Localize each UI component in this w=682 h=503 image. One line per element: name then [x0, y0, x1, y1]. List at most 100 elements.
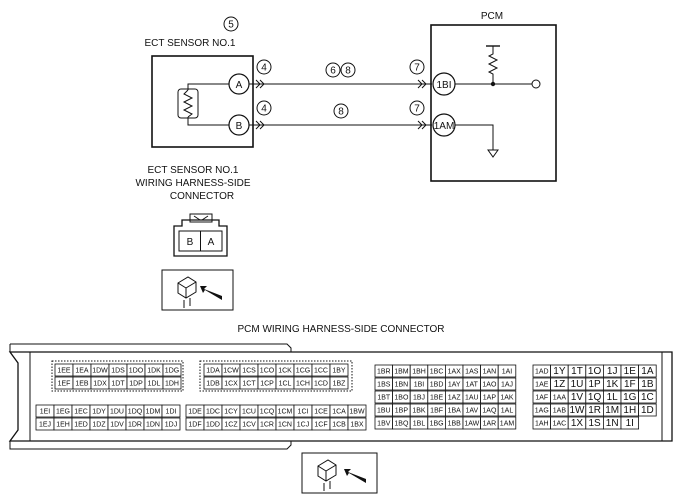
callout-circle	[333, 103, 349, 119]
terminal-label: 1CH	[296, 380, 310, 387]
plug-wires	[183, 298, 191, 308]
terminal-label: 1CT	[242, 380, 256, 387]
callout-top-mid-1: 6	[330, 66, 336, 77]
terminal-cell	[162, 363, 182, 377]
callout-circle	[409, 100, 425, 116]
terminal-label: 1BM	[394, 368, 409, 375]
pcm-connector-title: PCM WIRING HARNESS-SIDE CONNECTOR	[237, 324, 444, 335]
terminal-label: 1CK	[278, 367, 292, 374]
terminal-label: 1CD	[314, 380, 328, 387]
terminal-label: 1AM	[500, 420, 515, 427]
thermistor-symbol	[177, 88, 199, 119]
terminal-label: 1DU	[110, 408, 124, 415]
terminal-label: 1CP	[260, 380, 274, 387]
terminal-label: 1AI	[502, 368, 513, 375]
terminal-cell	[497, 416, 517, 430]
terminal-label: 1AD	[535, 368, 549, 375]
connector-bottom-rail	[9, 441, 292, 450]
terminal-label: 1BT	[377, 394, 391, 401]
terminal-label: 1AZ	[448, 394, 462, 401]
terminal-label: 1F	[624, 379, 636, 390]
terminal-label: 1BQ	[394, 420, 409, 427]
terminal-label: 1W	[570, 405, 586, 416]
callout-circle	[325, 62, 341, 78]
terminal-label: 1DW	[92, 367, 108, 374]
terminal-label: 1CW	[223, 367, 239, 374]
terminal-label: 1CQ	[260, 408, 275, 415]
view-icon-frame-bottom	[301, 452, 378, 494]
terminal-label: 1BI	[414, 381, 425, 388]
terminal-label: 1K	[606, 379, 619, 390]
terminal-label: 1AQ	[482, 407, 497, 414]
terminal-cell	[347, 417, 367, 431]
plug-wires-bottom	[323, 481, 331, 491]
terminal-label: 1DH	[165, 380, 179, 387]
terminal-label: 1BE	[430, 394, 444, 401]
terminal-label: 1AG	[535, 407, 549, 414]
terminal-label: 1T	[571, 366, 583, 377]
connector-pin-b: B	[187, 237, 194, 248]
plug-icon-edges-bottom	[317, 464, 337, 481]
terminal-label: 1AS	[465, 368, 479, 375]
terminal-label: 1BY	[332, 367, 346, 374]
pin-a-label: A	[236, 80, 243, 91]
terminal-cell	[638, 390, 657, 404]
terminal-label: 1AP	[483, 394, 497, 401]
terminal-label: 1EI	[40, 408, 51, 415]
terminal-cell	[329, 363, 349, 377]
terminal-cell	[161, 404, 181, 418]
terminal-cell	[497, 377, 517, 391]
terminal-cell	[497, 403, 517, 417]
terminal-label: 1DA	[206, 367, 220, 374]
terminal-label: 1AT	[466, 381, 479, 388]
terminal-cell	[638, 377, 657, 391]
connector-top-rail	[10, 343, 292, 352]
terminal-label: 1DD	[206, 421, 220, 428]
terminal-cell	[638, 364, 657, 378]
terminal-label: 1EJ	[39, 421, 51, 428]
terminal-label: 1E	[624, 366, 637, 377]
terminal-label: 1AB	[553, 407, 567, 414]
terminal-label: 1J	[607, 366, 618, 377]
terminal-label: 1CN	[278, 421, 292, 428]
terminal-label: 1AY	[448, 381, 461, 388]
terminal-label: 1R	[588, 405, 601, 416]
terminal-label: 1EH	[56, 421, 70, 428]
terminal-label: 1Y	[553, 366, 566, 377]
terminal-label: 1V	[571, 392, 584, 403]
terminal-label: 1AK	[500, 394, 514, 401]
terminal-label: 1CG	[296, 367, 310, 374]
terminal-label: 1L	[607, 392, 619, 403]
terminal-cell	[329, 376, 349, 390]
terminal-label: 1Q	[588, 392, 602, 403]
terminal-label: 1AJ	[501, 381, 513, 388]
terminal-label: 1EG	[56, 408, 70, 415]
connector-shell	[173, 219, 228, 257]
terminal-label: 1AL	[501, 407, 514, 414]
pcm: PCM 1BI 1AM	[430, 11, 557, 182]
terminal-label: 1DS	[111, 367, 125, 374]
callout-bottom-mid: 8	[338, 107, 344, 118]
terminal-label: 1BD	[430, 381, 444, 388]
terminal-cell	[347, 404, 367, 418]
terminal-cell	[620, 416, 640, 430]
terminal-label: 1BF	[430, 407, 443, 414]
terminal-label: 1AR	[483, 420, 497, 427]
terminal-label: 1BJ	[413, 394, 425, 401]
ground-icon	[487, 149, 499, 158]
terminal-label: 1AH	[535, 420, 549, 427]
sensor-callout: 5	[228, 20, 234, 31]
sensor-title: ECT SENSOR NO.1	[145, 38, 236, 49]
terminal-label: 1AW	[464, 420, 479, 427]
terminal-label: 1DM	[146, 408, 161, 415]
terminal-label: 1DG	[165, 367, 179, 374]
terminal-label: 1DK	[147, 367, 161, 374]
terminal-label: 1BL	[413, 420, 426, 427]
terminal-label: 1BP	[395, 407, 409, 414]
sensor-callout-circle	[223, 16, 239, 32]
terminal-label: 1O	[588, 366, 602, 377]
terminal-label: 1C	[641, 392, 654, 403]
terminal-label: 1G	[623, 392, 637, 403]
